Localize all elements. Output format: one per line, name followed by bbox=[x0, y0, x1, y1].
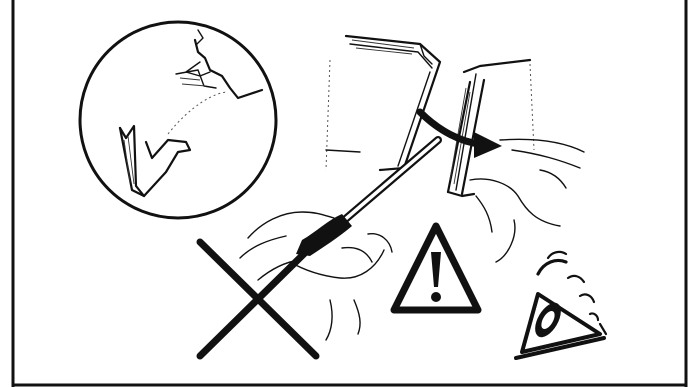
detail-magnifier-icon bbox=[80, 22, 276, 218]
prohibited-cross-icon bbox=[200, 242, 316, 356]
hand-illustration-right bbox=[470, 139, 584, 262]
removed-panel-illustration bbox=[448, 60, 534, 196]
screwdriver-icon bbox=[296, 140, 438, 256]
warning-triangle-icon bbox=[394, 226, 478, 310]
inspection-eye-icon bbox=[516, 252, 606, 358]
